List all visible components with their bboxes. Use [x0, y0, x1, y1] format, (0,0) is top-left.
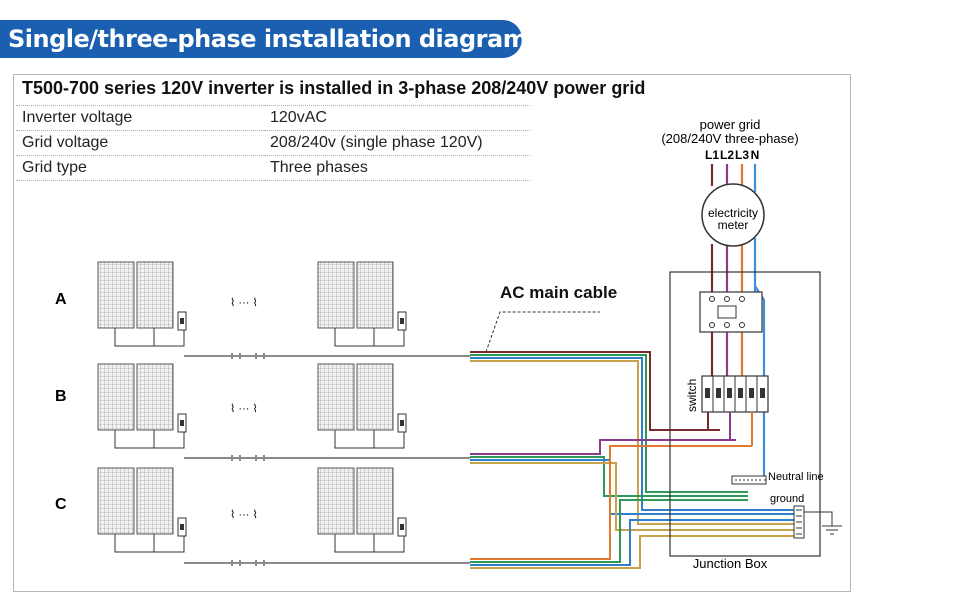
neutral-label: Neutral line [768, 471, 824, 483]
panel-group-b-left [97, 363, 187, 449]
spec-value: 208/240v (single phase 120V) [264, 130, 530, 156]
diagram-subtitle: T500-700 series 120V inverter is install… [22, 78, 646, 98]
earth-symbol [822, 525, 842, 535]
phase-l2: L2 [720, 148, 734, 162]
ground-label: ground [770, 493, 804, 505]
panel-group-c-left [97, 467, 187, 553]
ellipsis-a: ⌇ ··· ⌇ [230, 297, 258, 309]
page-title: Single/three-phase installation diagram [8, 25, 528, 53]
panel-group-c-right [317, 467, 407, 553]
junction-box [669, 271, 821, 557]
phase-l3: L3 [735, 148, 749, 162]
ellipsis-b: ⌇ ··· ⌇ [230, 403, 258, 415]
junction-box-label: Junction Box [693, 556, 768, 571]
spec-label: Grid type [16, 155, 264, 181]
spec-row: Inverter voltage 120vAC [16, 105, 530, 131]
phase-l1: L1 [705, 148, 719, 162]
row-cables [184, 353, 470, 566]
ac-cable-leader [485, 311, 600, 353]
spec-row: Grid type Three phases [16, 155, 530, 181]
row-label-a: A [55, 291, 67, 308]
switch-breakers [701, 375, 769, 413]
panel-group-a-left [97, 261, 187, 347]
spec-label: Inverter voltage [16, 105, 264, 131]
row-label-c: C [55, 496, 67, 513]
electricity-meter [701, 183, 765, 247]
main-breaker [699, 291, 763, 333]
meter-label-2: meter [718, 218, 749, 232]
grid-phase-wires [710, 164, 766, 480]
panel-group-a-right [317, 261, 407, 347]
spec-value: Three phases [264, 155, 530, 181]
ground-wire [804, 511, 833, 526]
ac-main-cables [470, 351, 800, 569]
row-label-b: B [55, 388, 67, 405]
switch-label: switch [685, 379, 699, 412]
ac-cable-label: AC main cable [500, 283, 617, 302]
breaker-output-wires [707, 412, 753, 446]
phase-n: N [751, 148, 760, 162]
meter-label-1: electricity [708, 206, 758, 220]
title-banner: Single/three-phase installation diagram [0, 20, 528, 58]
diagram-frame [13, 74, 851, 592]
spec-table: Inverter voltage 120vAC Grid voltage 208… [16, 105, 530, 181]
ellipsis-c: ⌇ ··· ⌇ [230, 509, 258, 521]
power-grid-sublabel: (208/240V three-phase) [661, 131, 798, 146]
power-grid-label: power grid [700, 117, 761, 132]
panel-group-b-right [317, 363, 407, 449]
spec-row: Grid voltage 208/240v (single phase 120V… [16, 130, 530, 156]
